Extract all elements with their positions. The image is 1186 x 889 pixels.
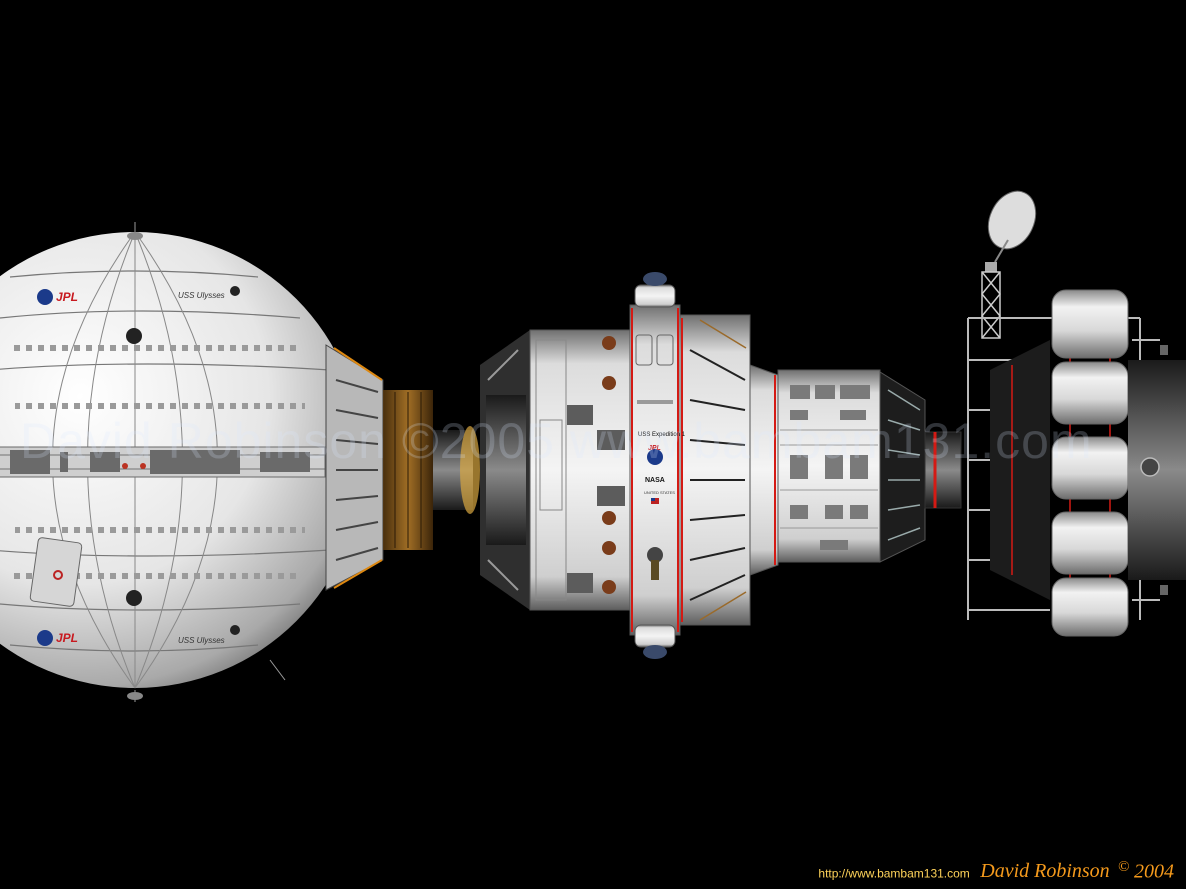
sphere-aft-truss	[325, 344, 480, 591]
central-habitat-module: USS Expedition 1 JPL NASA UNITED STATES	[480, 272, 751, 659]
module-agency: NASA	[645, 477, 665, 484]
module-name: USS Expedition 1	[638, 432, 686, 438]
propellant-tank-section	[967, 190, 1186, 637]
cone-adapter	[749, 364, 779, 576]
tank-stack	[1051, 289, 1129, 637]
credit-line: http://www.bambam131.com David Robinson …	[818, 859, 1174, 883]
credit-copyright-symbol: ©	[1118, 858, 1130, 875]
antenna-dish	[981, 190, 1037, 339]
sphere-badge-bottom: JPL	[56, 631, 78, 645]
sphere-badge-top: JPL	[56, 290, 78, 304]
sphere-name-bottom: USS Ulysses	[178, 636, 225, 645]
module-badge: JPL	[648, 445, 661, 452]
module-country: UNITED STATES	[644, 490, 675, 495]
credit-author: David Robinson	[980, 860, 1110, 882]
sphere-name-top: USS Ulysses	[178, 291, 225, 300]
credit-url[interactable]: http://www.bambam131.com	[818, 866, 970, 880]
sphere-habitat-module: JPL JPL USS Ulysses USS Ulysses	[0, 222, 363, 702]
service-module	[777, 369, 962, 563]
credit-year: 2004	[1134, 860, 1174, 882]
